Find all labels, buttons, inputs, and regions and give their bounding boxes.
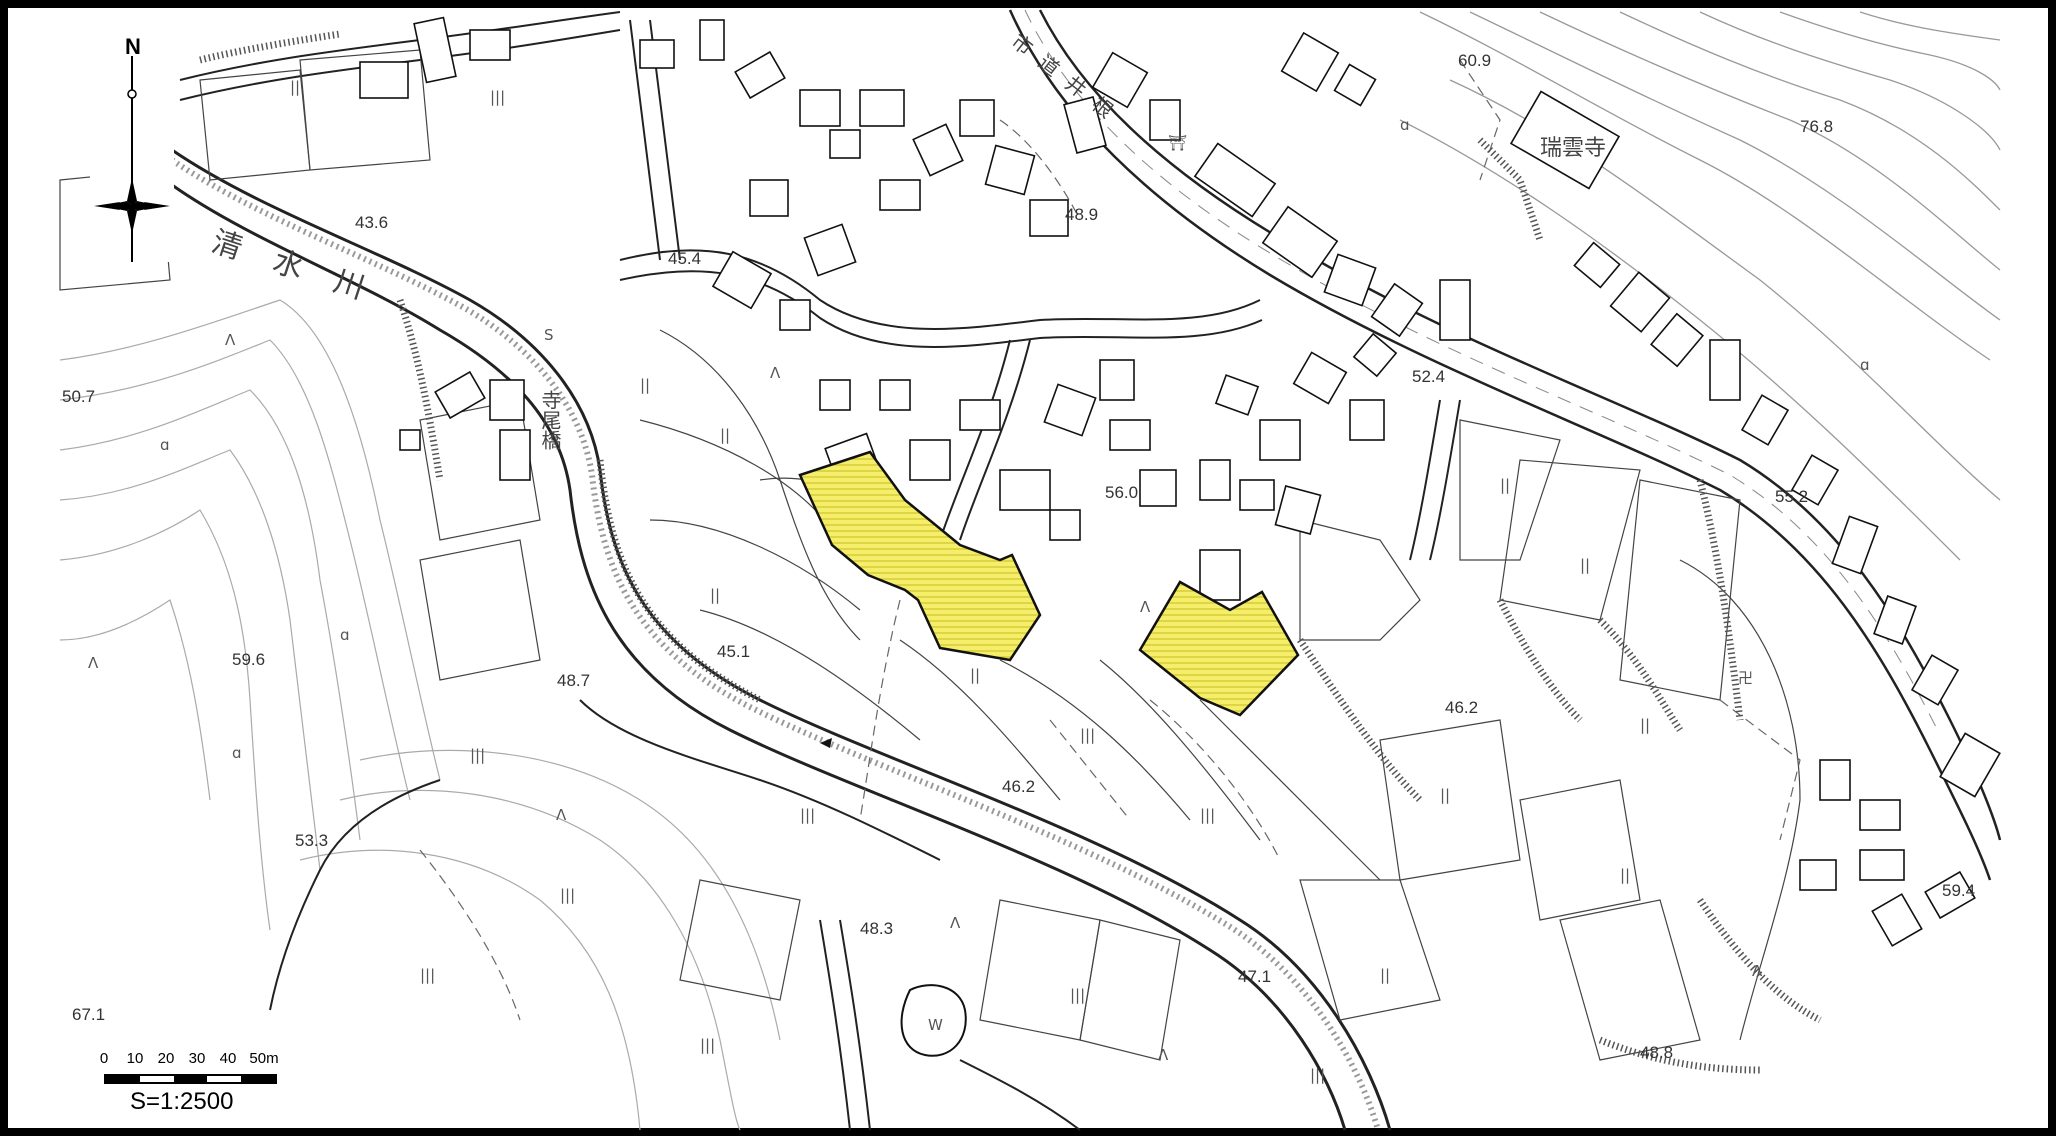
elevation-label: 50.7 — [62, 387, 95, 406]
scale-tick-label: 30 — [188, 1050, 206, 1067]
field-symbol: ||| — [490, 88, 505, 106]
rice-field-symbol: || — [1620, 866, 1630, 884]
grass-symbol: Λ — [225, 331, 236, 349]
field-symbol: ||| — [470, 746, 485, 764]
compass-icon — [94, 56, 170, 262]
field-symbol: ||| — [1310, 1066, 1325, 1084]
elevation-label: 48.8 — [1640, 1043, 1673, 1062]
field-symbol: ||| — [800, 806, 815, 824]
scale-bar-legend: 0 10 20 30 40 50m S=1:2500 — [92, 1046, 292, 1126]
rice-field-symbol: || — [720, 426, 730, 444]
orchard-symbol: ɑ — [232, 744, 242, 762]
elevation-label: 46.2 — [1002, 777, 1035, 796]
orchard-symbol: ɑ — [340, 626, 350, 644]
grass-symbol: Λ — [1140, 598, 1151, 616]
elevation-label: 53.3 — [295, 831, 328, 850]
scale-ticks: 0 10 20 30 40 50m — [92, 1050, 292, 1068]
river-name: 清水川 — [208, 224, 401, 317]
field-symbol: ||| — [1070, 986, 1085, 1004]
contour-lines-west — [59, 299, 781, 1131]
road-centerline — [1024, 9, 1941, 736]
bridge-name: 寺尾橋 — [538, 390, 562, 451]
orchard-symbol: ɑ — [160, 436, 170, 454]
elevation-label: 43.6 — [355, 213, 388, 232]
dashed-boundaries — [419, 59, 1801, 1021]
rice-field-symbol: || — [1440, 786, 1450, 804]
grass-symbol: Λ — [770, 364, 781, 382]
field-symbol: ||| — [700, 1036, 715, 1054]
rice-field-symbol: || — [1640, 716, 1650, 734]
scale-tick-label: 40 — [219, 1050, 237, 1067]
scale-ratio: S=1:2500 — [130, 1088, 234, 1115]
grass-symbol: Λ — [88, 654, 99, 672]
orchard-symbol: ɑ — [1400, 116, 1410, 134]
flow-arrow-icon — [820, 738, 832, 748]
rice-field-symbol: || — [710, 586, 720, 604]
orchard-symbol: ɑ — [1860, 356, 1870, 374]
elevation-label: 48.7 — [557, 671, 590, 690]
grass-symbol: Λ — [1752, 962, 1763, 980]
substation-symbol: S — [544, 326, 554, 344]
elevation-label: 52.4 — [1412, 367, 1445, 386]
scale-tick-label: 10 — [126, 1050, 144, 1067]
north-label: N — [125, 34, 141, 59]
elevation-label: 76.8 — [1800, 117, 1833, 136]
rice-field-symbol: || — [1380, 966, 1390, 984]
elevation-label: 48.9 — [1065, 205, 1098, 224]
scale-tick-label: 20 — [157, 1050, 175, 1067]
main-road — [1008, 9, 2002, 881]
elevation-labels: 43.6 45.4 48.9 60.9 76.8 50.7 52.4 56.0 … — [62, 51, 1975, 1062]
scale-bar — [104, 1074, 277, 1084]
scale-tick-label: 50m — [249, 1050, 279, 1067]
rice-field-symbol: || — [970, 666, 980, 684]
shrine-symbol: ⛩ — [1168, 134, 1187, 152]
elevation-label: 47.1 — [1238, 967, 1271, 986]
highlighted-areas — [798, 450, 1300, 717]
field-symbol: ||| — [420, 966, 435, 984]
north-arrow: N — [90, 32, 174, 262]
elevation-label: 67.1 — [72, 1005, 105, 1024]
land-use-symbols: || ||| || || || || ||| ||| || || || || |… — [88, 78, 1870, 1084]
water-tank — [900, 984, 967, 1057]
rice-field-symbol: || — [640, 376, 650, 394]
scale-tick-label: 0 — [99, 1050, 109, 1067]
highlighted-area-west — [798, 450, 1042, 662]
elevation-label: 55.2 — [1775, 487, 1808, 506]
field-symbol: ||| — [1080, 726, 1095, 744]
grass-symbol: Λ — [556, 806, 567, 824]
temple-name: 瑞雲寺 — [1540, 136, 1606, 161]
highlighted-area-east — [1138, 580, 1300, 717]
buildings — [359, 16, 2001, 947]
elevation-label: 46.2 — [1445, 698, 1478, 717]
elevation-label: 45.1 — [717, 642, 750, 661]
rice-field-symbol: || — [1580, 556, 1590, 574]
water-tank-symbol: W — [928, 1016, 943, 1034]
elevation-label: 56.0 — [1105, 483, 1138, 502]
contour-lines — [1399, 11, 2001, 561]
parcel-boundaries — [59, 49, 1801, 1061]
retaining-walls — [199, 30, 1822, 1074]
grass-symbol: Λ — [1158, 1046, 1169, 1064]
field-symbol: ||| — [1200, 806, 1215, 824]
elevation-label: 48.3 — [860, 919, 893, 938]
rice-field-symbol: || — [1500, 476, 1510, 494]
rice-field-symbol: || — [290, 78, 300, 96]
elevation-label: 59.6 — [232, 650, 265, 669]
elevation-label: 59.4 — [1942, 881, 1975, 900]
temple-symbol: 卍 — [1738, 669, 1753, 687]
grass-symbol: Λ — [950, 914, 961, 932]
elevation-label: 45.4 — [668, 249, 701, 268]
elevation-label: 60.9 — [1458, 51, 1491, 70]
field-symbol: ||| — [560, 886, 575, 904]
